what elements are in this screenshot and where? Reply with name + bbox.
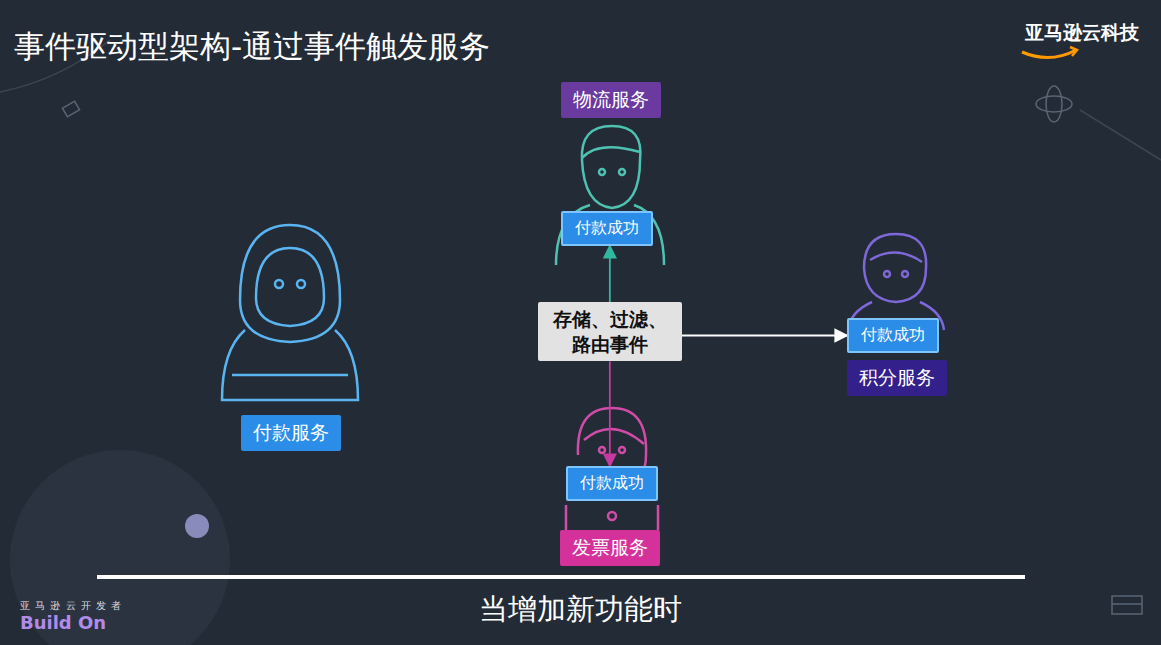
person-figure xyxy=(556,126,664,265)
person-figure xyxy=(566,408,658,530)
connector-arrow xyxy=(682,335,847,337)
text-label: 亚 马 逊 云 开 发 者 xyxy=(20,599,122,613)
logo-smile xyxy=(1070,47,1077,56)
node-text: 付款成功 xyxy=(575,218,639,239)
node-text: 发票服务 xyxy=(572,535,648,561)
node-text: 物流服务 xyxy=(573,87,649,113)
event-box: 付款成功 xyxy=(847,318,939,353)
caption-rule xyxy=(97,575,1025,579)
service-label: 付款服务 xyxy=(241,415,341,451)
title: 事件驱动型架构-通过事件触发服务 xyxy=(14,26,490,68)
text-label: 亚马逊云科技 xyxy=(1025,20,1139,46)
text-label: Build On xyxy=(20,612,106,633)
logo-smile xyxy=(1022,50,1076,58)
connector-arrow xyxy=(609,246,611,302)
person-figure xyxy=(848,234,944,330)
event-router-box: 存储、过滤、路由事件 xyxy=(538,302,682,361)
node-text: 积分服务 xyxy=(859,365,935,391)
node-text: 付款成功 xyxy=(580,473,644,494)
deco-line xyxy=(1080,110,1161,160)
person-figure xyxy=(222,225,358,400)
service-label: 发票服务 xyxy=(560,530,660,566)
deco-circle xyxy=(10,450,230,645)
deco-icon xyxy=(62,86,1142,614)
service-label: 积分服务 xyxy=(847,360,947,396)
node-text: 存储、过滤、路由事件 xyxy=(550,307,670,356)
node-text: 付款服务 xyxy=(253,420,329,446)
caption: 当增加新功能时 xyxy=(0,590,1161,630)
event-box: 付款成功 xyxy=(561,211,653,246)
deco-dot xyxy=(185,514,209,538)
event-box: 付款成功 xyxy=(566,466,658,501)
service-label: 物流服务 xyxy=(561,82,661,118)
node-text: 付款成功 xyxy=(861,325,925,346)
connector-arrow xyxy=(609,361,611,466)
